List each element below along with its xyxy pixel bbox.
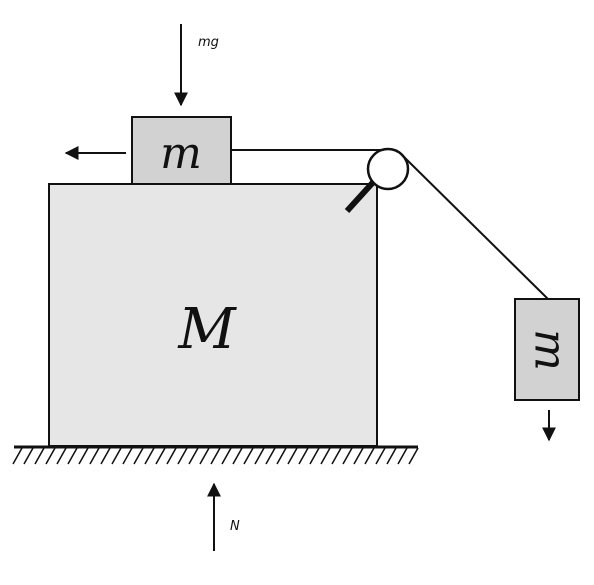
hatch-mark	[78, 447, 89, 465]
top-block	[131, 116, 232, 185]
top-block-label: m	[160, 128, 202, 179]
hatch-mark	[56, 447, 67, 465]
hatch-mark	[287, 447, 298, 465]
hatch-mark	[100, 447, 111, 465]
hatch-mark	[210, 447, 221, 465]
hatch-mark	[331, 447, 342, 465]
hatch-mark	[111, 447, 122, 465]
force-label-mg: mg	[198, 35, 219, 50]
hatch-mark	[144, 447, 155, 465]
hatch-mark	[133, 447, 144, 465]
hatch-mark	[166, 447, 177, 465]
hatch-mark	[45, 447, 56, 465]
hatch-mark	[221, 447, 232, 465]
pulley	[366, 147, 410, 191]
hatch-mark	[188, 447, 199, 465]
hatch-mark	[23, 447, 34, 465]
hatch-mark	[276, 447, 287, 465]
hatch-mark	[342, 447, 353, 465]
hatch-mark	[408, 447, 419, 465]
string-diagonal	[401, 154, 549, 300]
hatch-mark	[232, 447, 243, 465]
hatch-mark	[309, 447, 320, 465]
hatch-mark	[12, 447, 23, 465]
hatch-mark	[89, 447, 100, 465]
hatch-mark	[397, 447, 408, 465]
hatch-mark	[177, 447, 188, 465]
hatch-mark	[353, 447, 364, 465]
hanging-block	[514, 298, 580, 401]
ground	[12, 445, 419, 465]
big-block	[48, 183, 378, 447]
hanging-block-label: m	[525, 329, 576, 371]
hatch-mark	[298, 447, 309, 465]
hatch-mark	[375, 447, 386, 465]
big-block-label: M	[177, 297, 237, 362]
hatch-mark	[243, 447, 254, 465]
hatch-mark	[386, 447, 397, 465]
hatch-mark	[265, 447, 276, 465]
hatch-mark	[155, 447, 166, 465]
hatch-mark	[34, 447, 45, 465]
hatch-mark	[364, 447, 375, 465]
force-label-n: N	[230, 519, 240, 534]
hatch-mark	[122, 447, 133, 465]
hatch-mark	[67, 447, 78, 465]
hatch-mark	[254, 447, 265, 465]
ground-hatching	[12, 447, 419, 465]
hatch-mark	[199, 447, 210, 465]
hatch-mark	[320, 447, 331, 465]
